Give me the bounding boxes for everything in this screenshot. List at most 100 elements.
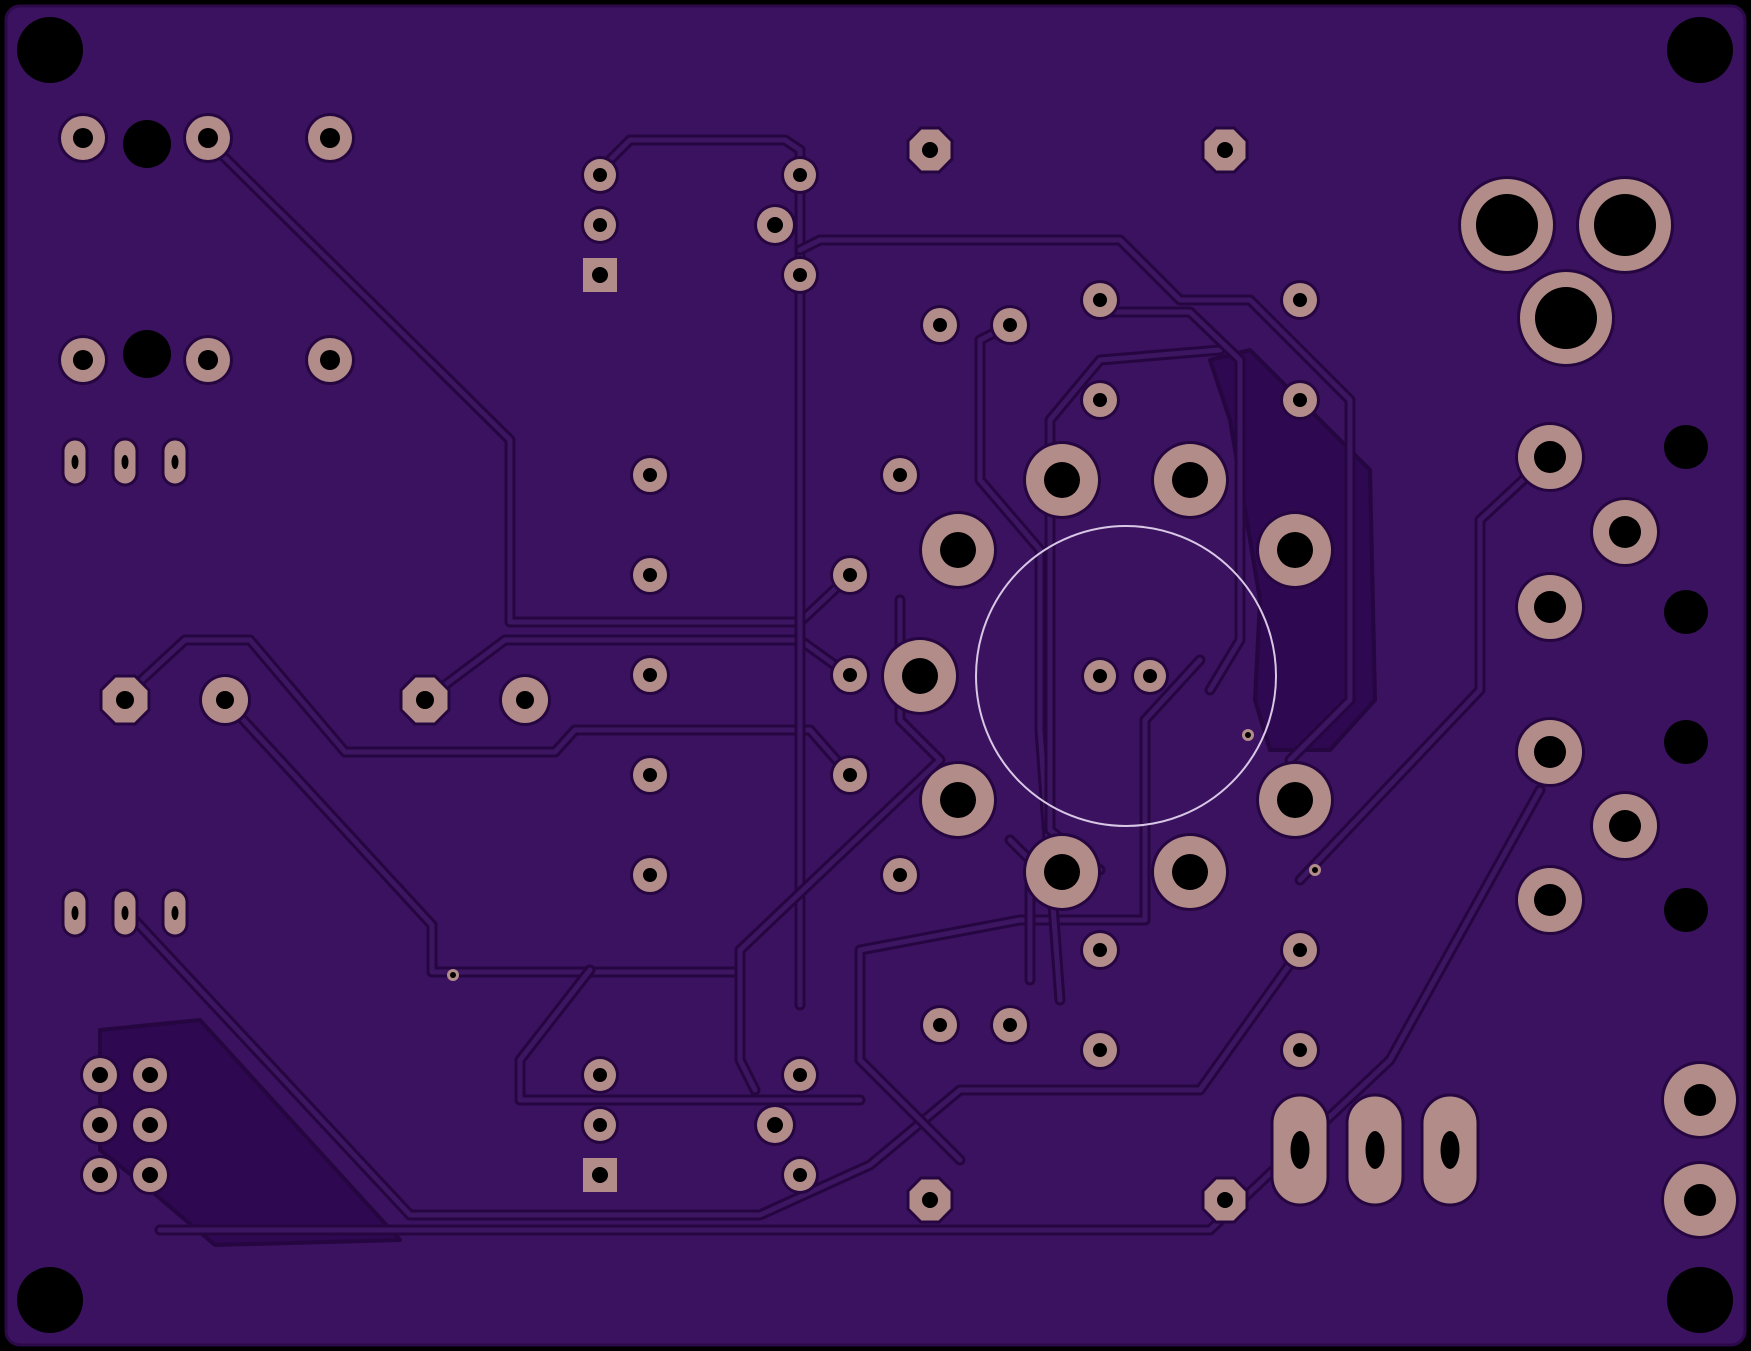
- pad-hole-88: [142, 1067, 158, 1083]
- drill-hole-86: [1664, 888, 1708, 932]
- pad-hole-55: [1044, 854, 1080, 890]
- pad-hole-57: [1093, 669, 1107, 683]
- pad-hole-19: [216, 691, 234, 709]
- via-hole-72: [1245, 732, 1251, 738]
- copper-pour-bottom-left: [98, 1018, 402, 1247]
- pad-hole-93: [1290, 1131, 1310, 1169]
- pad-hole-21: [516, 691, 534, 709]
- pad-hole-80: [1534, 736, 1566, 768]
- pad-hole-39: [893, 468, 907, 482]
- pad-hole-49: [1172, 462, 1208, 498]
- drill-hole-7: [123, 120, 171, 168]
- pad-hole-50: [940, 532, 976, 568]
- pad-hole-46: [922, 1192, 938, 1208]
- pad-hole-37: [643, 768, 657, 782]
- pad-hole-13: [71, 906, 79, 920]
- pad-hole-54: [1277, 782, 1313, 818]
- pad-hole-26: [767, 217, 783, 233]
- pad-hole-10: [320, 350, 340, 370]
- pad-hole-14: [121, 455, 129, 469]
- via-hole-73: [1312, 867, 1318, 873]
- trace-12: [1097, 309, 1243, 693]
- pad-hole-70: [1293, 1043, 1307, 1057]
- pad-hole-65: [1093, 943, 1107, 957]
- pad-hole-75: [1594, 194, 1656, 256]
- pad-hole-61: [1093, 293, 1107, 307]
- trace-7: [597, 137, 803, 1008]
- board-substrate: [4, 4, 1747, 1347]
- pad-hole-78: [1609, 516, 1641, 548]
- pad-hole-64: [1293, 393, 1307, 407]
- pad-hole-34: [643, 468, 657, 482]
- pad-hole-45: [1217, 142, 1233, 158]
- pad-hole-87: [92, 1067, 108, 1083]
- drill-hole-85: [1664, 720, 1708, 764]
- pad-hole-36: [643, 668, 657, 682]
- pad-hole-47: [1217, 1192, 1233, 1208]
- pad-hole-68: [1003, 1018, 1017, 1032]
- pad-hole-62: [1293, 293, 1307, 307]
- drill-hole-3: [1667, 1267, 1733, 1333]
- pads: [17, 17, 1739, 1333]
- pad-hole-25: [793, 168, 807, 182]
- pad-hole-66: [1293, 943, 1307, 957]
- pad-hole-40: [843, 568, 857, 582]
- pad-hole-77: [1534, 441, 1566, 473]
- pad-hole-12: [71, 455, 79, 469]
- pad-hole-89: [92, 1117, 108, 1133]
- drill-hole-0: [17, 17, 83, 83]
- pad-hole-27: [793, 268, 807, 282]
- pad-hole-43: [893, 868, 907, 882]
- trace-10: [977, 322, 1063, 1003]
- pad-hole-4: [73, 128, 93, 148]
- pad-hole-9: [198, 350, 218, 370]
- pad-hole-29: [593, 1118, 607, 1132]
- pad-hole-92: [142, 1167, 158, 1183]
- pad-hole-79: [1534, 591, 1566, 623]
- pad-hole-56: [1172, 854, 1208, 890]
- pad-hole-38: [643, 868, 657, 882]
- pad-hole-59: [933, 318, 947, 332]
- pad-hole-95: [1440, 1131, 1460, 1169]
- pad-hole-67: [933, 1018, 947, 1032]
- pad-hole-76: [1535, 287, 1597, 349]
- pad-hole-16: [171, 455, 179, 469]
- pad-hole-96: [1684, 1084, 1716, 1116]
- pad-hole-94: [1365, 1131, 1385, 1169]
- via-hole-71: [450, 972, 456, 978]
- pad-hole-53: [940, 782, 976, 818]
- trace-0: [202, 135, 853, 625]
- pad-hole-8: [73, 350, 93, 370]
- trace-3: [422, 637, 853, 703]
- pad-hole-52: [902, 658, 938, 694]
- pad-hole-51: [1277, 532, 1313, 568]
- trace-4: [127, 912, 1303, 1218]
- pad-hole-48: [1044, 462, 1080, 498]
- pad-hole-32: [767, 1117, 783, 1133]
- pad-hole-30: [592, 1167, 608, 1183]
- pad-hole-90: [142, 1117, 158, 1133]
- pad-hole-23: [593, 218, 607, 232]
- pad-hole-17: [171, 906, 179, 920]
- pad-hole-63: [1093, 393, 1107, 407]
- pad-hole-28: [593, 1068, 607, 1082]
- pad-hole-42: [843, 768, 857, 782]
- pad-hole-60: [1003, 318, 1017, 332]
- trace-9: [857, 657, 1203, 1163]
- pad-hole-81: [1609, 810, 1641, 842]
- trace-6: [1297, 452, 1553, 883]
- pad-hole-35: [643, 568, 657, 582]
- drill-hole-1: [1667, 17, 1733, 83]
- pad-hole-22: [593, 168, 607, 182]
- drill-hole-2: [17, 1267, 83, 1333]
- pad-hole-97: [1684, 1184, 1716, 1216]
- trace-8: [797, 237, 1353, 763]
- pad-hole-15: [121, 906, 129, 920]
- pad-hole-6: [320, 128, 340, 148]
- pad-hole-91: [92, 1167, 108, 1183]
- pad-hole-82: [1534, 884, 1566, 916]
- pad-hole-20: [416, 691, 434, 709]
- pad-hole-5: [198, 128, 218, 148]
